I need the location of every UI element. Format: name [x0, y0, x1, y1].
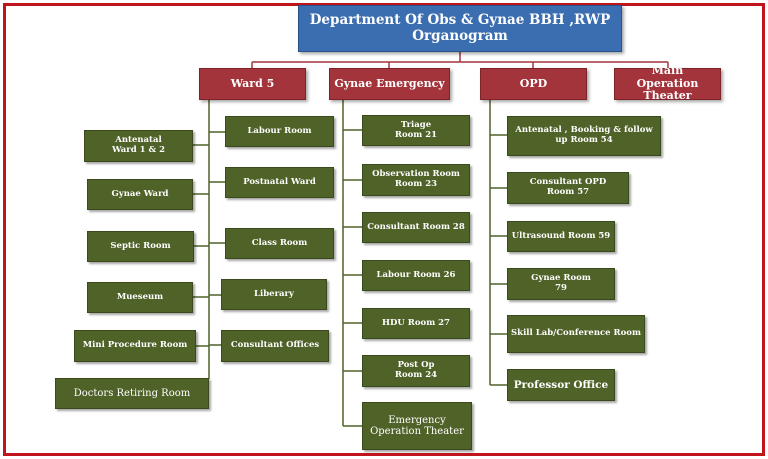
- head-ward-5: Ward 5: [199, 68, 306, 100]
- node-liberary: Liberary: [221, 279, 327, 310]
- node-class-room: Class Room: [225, 228, 334, 259]
- node-professor-office: Professor Office: [507, 369, 615, 401]
- head-main-operation-theater: Main Operation Theater: [614, 64, 721, 102]
- organogram-title: Department Of Obs & Gynae BBH ,RWP Organ…: [298, 5, 622, 52]
- node-labour-room: Labour Room: [225, 116, 334, 147]
- node-observation-room: Observation Room Room 23: [362, 164, 470, 196]
- node-septic-room: Septic Room: [87, 231, 194, 262]
- node-antenatal-booking: Antenatal , Booking & follow up Room 54: [507, 116, 661, 156]
- node-post-op-room: Post Op Room 24: [362, 355, 470, 387]
- head-gynae-emergency: Gynae Emergency: [329, 68, 450, 100]
- node-ultrasound-room: Ultrasound Room 59: [507, 221, 615, 252]
- title-line-1: Department Of Obs & Gynae BBH ,RWP: [309, 11, 611, 28]
- node-emergency-operation-theater: Emergency Operation Theater: [362, 402, 472, 450]
- node-consultant-offices: Consultant Offices: [221, 330, 329, 362]
- title-line-2: Organogram: [412, 27, 508, 44]
- node-labour-room-26: Labour Room 26: [362, 260, 470, 291]
- node-antenatal-ward: Antenatal Ward 1 & 2: [84, 130, 193, 162]
- node-hdu-room-27: HDU Room 27: [362, 308, 470, 339]
- node-doctors-retiring-room: Doctors Retiring Room: [55, 378, 209, 409]
- node-consultant-opd: Consultant OPD Room 57: [507, 172, 629, 204]
- node-mini-procedure-room: Mini Procedure Room: [74, 330, 196, 362]
- node-skill-lab: Skill Lab/Conference Room: [507, 315, 645, 353]
- head-opd: OPD: [480, 68, 587, 100]
- node-gynae-ward: Gynae Ward: [87, 179, 193, 210]
- node-gynae-room: Gynae Room 79: [507, 268, 615, 300]
- node-consultant-room-28: Consultant Room 28: [362, 212, 470, 243]
- node-mueseum: Mueseum: [87, 282, 193, 313]
- node-postnatal-ward: Postnatal Ward: [225, 167, 334, 198]
- node-triage-room: Triage Room 21: [362, 115, 470, 146]
